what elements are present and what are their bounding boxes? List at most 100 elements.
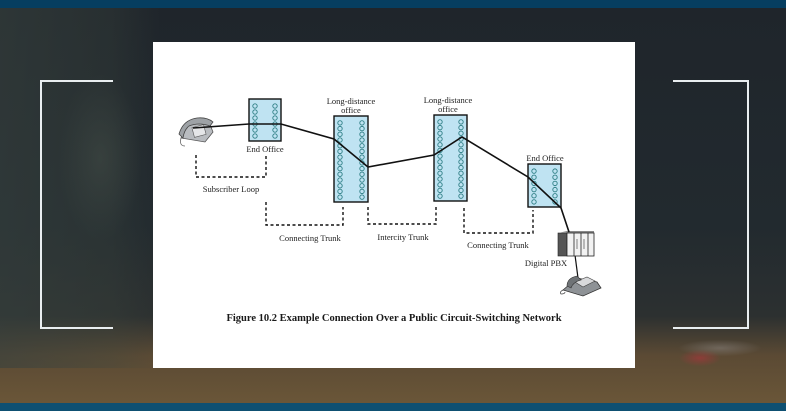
switch-port [531, 193, 537, 199]
top-bar [0, 0, 786, 8]
digital-pbx-label: Digital PBX [525, 258, 567, 268]
connecting-trunk-right-label: Connecting Trunk [467, 240, 529, 250]
connecting-trunk-right-bracket [463, 208, 534, 234]
switch-port [552, 199, 558, 205]
long-distance-office-2-label-line2: office [438, 104, 458, 114]
switch-port [337, 194, 343, 200]
switch-port [359, 165, 365, 172]
switch-port [437, 153, 443, 159]
switch-port [552, 180, 558, 187]
long-distance-office-2-switch [433, 114, 468, 202]
switch-port [437, 136, 443, 142]
switch-port [252, 109, 258, 115]
switch-port [531, 180, 537, 187]
switch-port [458, 119, 464, 125]
switch-port [359, 171, 365, 177]
switch-port [458, 182, 464, 188]
switch-port [359, 188, 365, 195]
switch-port [458, 124, 464, 131]
connecting-trunk-left-label: Connecting Trunk [279, 233, 341, 243]
switch-port [337, 131, 343, 137]
figure-card: Subscriber Loop End Office Long-distance… [153, 42, 635, 368]
switch-port [337, 125, 343, 132]
switch-port [552, 186, 558, 193]
figure-caption: Figure 10.2 Example Connection Over a Pu… [226, 313, 562, 324]
switch-port [337, 177, 343, 183]
long-distance-office-2-label-line1: Long-distance [424, 95, 473, 105]
switch-port [437, 193, 443, 199]
connection-path [192, 123, 570, 233]
switch-port [458, 147, 464, 154]
switch-port [252, 103, 258, 109]
intercity-trunk-label: Intercity Trunk [377, 232, 429, 242]
switch-port [359, 194, 365, 200]
switch-port [437, 187, 443, 194]
switch-port [337, 160, 343, 166]
switch-port [437, 176, 443, 182]
switch-port [437, 159, 443, 165]
long-distance-office-1-label-line2: office [341, 105, 361, 115]
switch-port [437, 124, 443, 131]
end-office-left-label: End Office [246, 144, 284, 154]
end-office-right-label: End Office [526, 153, 564, 163]
switch-port [337, 188, 343, 195]
pbx-to-phone-line [574, 254, 579, 279]
switch-port [337, 183, 343, 189]
switch-port [458, 187, 464, 194]
decorative-bracket-right [673, 80, 749, 329]
switch-port [552, 168, 558, 174]
subscriber-loop-bracket [195, 155, 267, 178]
switch-port [272, 109, 278, 115]
switch-port [337, 154, 343, 160]
switch-port [252, 115, 258, 121]
connecting-trunk-left-bracket [265, 202, 344, 226]
switch-port [458, 176, 464, 182]
end-office-left-switch [248, 98, 282, 142]
switch-port [359, 148, 365, 155]
switch-port [272, 127, 278, 133]
long-distance-office-1-label-line1: Long-distance [327, 96, 376, 106]
switch-port [359, 120, 365, 126]
switch-port [531, 186, 537, 193]
network-diagram: Subscriber Loop End Office Long-distance… [178, 95, 602, 297]
switch-port [272, 103, 278, 109]
digital-pbx-icon [557, 231, 595, 257]
switch-port [458, 193, 464, 199]
switch-port [252, 127, 258, 133]
switch-port [272, 133, 278, 139]
switch-port [337, 120, 343, 126]
switch-port [359, 177, 365, 183]
switch-port [337, 148, 343, 155]
switch-port [437, 170, 443, 176]
switch-port [437, 130, 443, 136]
switch-port [437, 164, 443, 171]
switch-port [458, 164, 464, 171]
switch-port [458, 159, 464, 165]
switch-port [337, 137, 343, 143]
switch-port [531, 199, 537, 205]
switch-port [272, 115, 278, 121]
switch-port [437, 182, 443, 188]
end-office-right-switch [527, 163, 562, 208]
subscriber-loop-label: Subscriber Loop [203, 184, 259, 194]
switch-port [458, 142, 464, 148]
switch-port [359, 154, 365, 160]
switch-port [359, 143, 365, 149]
switch-port [359, 125, 365, 132]
switch-port [437, 119, 443, 125]
switch-port [458, 153, 464, 159]
switch-port [458, 130, 464, 136]
switch-port [337, 165, 343, 172]
switch-port [437, 142, 443, 148]
long-distance-office-1-switch [333, 115, 369, 203]
bottom-bar [0, 403, 786, 411]
switch-port [531, 174, 537, 180]
decorative-bracket-left [40, 80, 113, 329]
switch-port [359, 137, 365, 143]
intercity-trunk-bracket [367, 207, 437, 225]
switch-port [552, 174, 558, 180]
switch-port [252, 133, 258, 139]
telephone-right-icon [559, 275, 602, 297]
switch-port [531, 168, 537, 174]
switch-port [337, 171, 343, 177]
